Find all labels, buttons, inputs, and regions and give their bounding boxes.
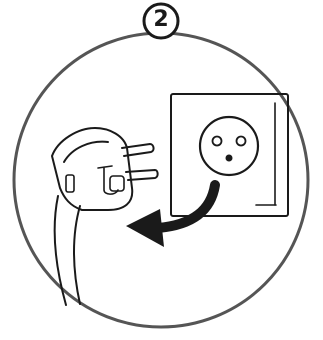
step-number: 2 [144,3,178,37]
socket-ground-pin [226,155,233,162]
